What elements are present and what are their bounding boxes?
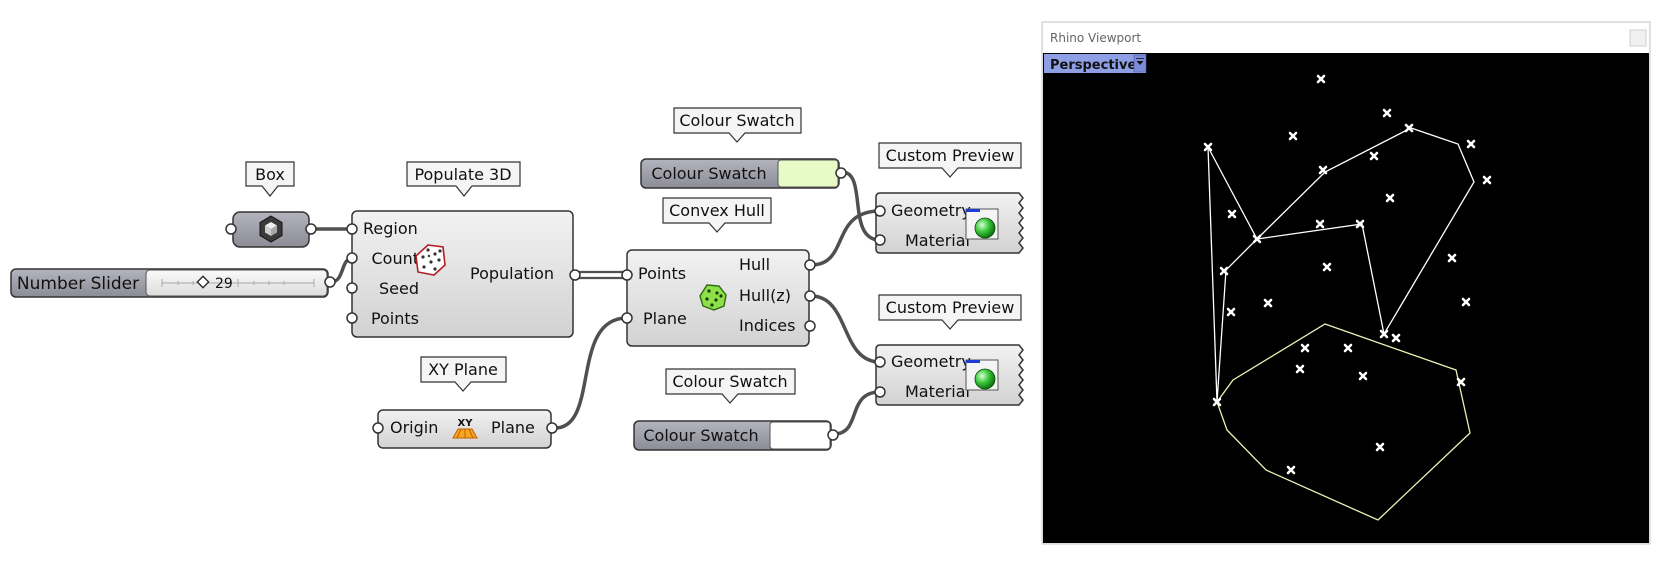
wire-xyplane-plane [554, 316, 628, 430]
xyplane-tag: XY Plane [420, 356, 507, 392]
slider-output-grip[interactable] [324, 276, 336, 288]
swatch-top-color[interactable] [777, 159, 839, 188]
hull-output-hull: Hull [739, 255, 770, 274]
populate-grip-region[interactable] [346, 223, 358, 235]
swatch-bottom-color[interactable] [769, 421, 831, 450]
preview-bottom-grip-material[interactable] [874, 386, 886, 398]
custom-preview-icon [965, 359, 999, 391]
convex-hull-tag: Convex Hull [662, 197, 772, 233]
custom-preview-top[interactable]: Geometry Material [874, 192, 1024, 254]
view-name: Perspective [1050, 58, 1136, 73]
viewport-title: Rhino Viewport [1050, 31, 1141, 45]
xyplane-output-plane: Plane [491, 418, 535, 437]
swatch-top-output-grip[interactable] [835, 167, 847, 179]
convex-hull-icon [699, 284, 727, 311]
hull-polyline [1207, 127, 1475, 403]
populate-tag: Populate 3D [406, 161, 521, 197]
slider-handle[interactable] [196, 275, 210, 289]
hull-grip-plane[interactable] [621, 312, 633, 324]
populate-input-region: Region [363, 219, 418, 238]
xy-plane-component[interactable]: Origin Plane XY [372, 409, 558, 449]
hull-grip-hull[interactable] [804, 259, 816, 271]
wire-hullz-geometry [810, 294, 881, 364]
number-slider[interactable]: Number Slider 29 [10, 268, 336, 298]
xyplane-input-origin: Origin [390, 418, 438, 437]
swatch-bottom-output-grip[interactable] [827, 429, 839, 441]
preview-bottom-input-material: Material [905, 382, 970, 401]
slider-ticks [161, 279, 315, 287]
convex-hull-tag-text: Convex Hull [669, 201, 765, 220]
hull-z-polygon [1216, 323, 1471, 521]
preview-top-grip-geometry[interactable] [874, 205, 886, 217]
box-input-grip[interactable] [225, 223, 237, 235]
xyplane-grip-origin[interactable] [372, 422, 384, 434]
preview-bottom-tag-text: Custom Preview [886, 298, 1015, 317]
wire-swatch2-material [833, 390, 881, 436]
preview-bottom-grip-geometry[interactable] [874, 356, 886, 368]
swatch-top-label: Colour Swatch [651, 164, 766, 183]
preview-top-input-geometry: Geometry [891, 201, 971, 220]
xy-plane-icon: XY [452, 418, 478, 439]
xyplane-grip-plane[interactable] [546, 422, 558, 434]
hull-grip-points[interactable] [621, 269, 633, 281]
populate-3d-component[interactable]: Region Count Seed Points Population [346, 210, 581, 338]
populate-input-points: Points [371, 309, 419, 328]
populate-grip-seed[interactable] [346, 282, 358, 294]
number-slider-label: Number Slider [17, 274, 139, 294]
hull-input-plane: Plane [643, 309, 687, 328]
colour-swatch-top[interactable]: Colour Swatch [640, 158, 847, 189]
hull-grip-indices[interactable] [804, 320, 816, 332]
rhino-viewport-window[interactable]: Rhino Viewport Perspective [1041, 21, 1651, 545]
swatch-top-tag: Colour Swatch [673, 107, 802, 143]
populate-grip-population[interactable] [569, 269, 581, 281]
convex-hull-component[interactable]: Points Plane Hull Hull(z) Indices [621, 249, 816, 347]
wire-swatch-material [841, 170, 881, 242]
box-output-grip[interactable] [305, 223, 317, 235]
box-component-icon [259, 215, 283, 243]
box-tag-text: Box [255, 165, 285, 184]
preview-top-tag-text: Custom Preview [886, 146, 1015, 165]
hull-output-indices: Indices [739, 316, 795, 335]
number-slider-value: 29 [215, 276, 233, 292]
colour-swatch-bottom[interactable]: Colour Swatch [633, 420, 839, 451]
swatch-bottom-tag: Colour Swatch [665, 368, 796, 404]
hull-input-points: Points [638, 264, 686, 283]
populate-3d-icon [415, 244, 446, 276]
viewport-geometry [1207, 127, 1475, 521]
custom-preview-icon [965, 208, 999, 240]
box-tag: Box [245, 161, 295, 197]
viewport-points [1203, 74, 1492, 475]
hull-output-hullz: Hull(z) [739, 286, 791, 305]
populate-input-count: Count [371, 249, 419, 268]
custom-preview-bottom[interactable]: Geometry Material [874, 344, 1024, 406]
svg-text:XY: XY [458, 418, 474, 429]
box-component[interactable] [225, 211, 317, 248]
view-tab-perspective[interactable]: Perspective [1044, 54, 1147, 73]
viewport-canvas[interactable] [1043, 53, 1649, 543]
preview-top-grip-material[interactable] [874, 234, 886, 246]
preview-top-tag: Custom Preview [878, 142, 1022, 178]
swatch-bottom-tag-text: Colour Swatch [672, 372, 787, 391]
chevron-down-icon [1136, 61, 1144, 65]
populate-grip-points[interactable] [346, 312, 358, 324]
preview-bottom-tag: Custom Preview [878, 294, 1022, 330]
wire-hull-geometry [810, 209, 881, 267]
swatch-bottom-label: Colour Swatch [643, 426, 758, 445]
preview-bottom-input-geometry: Geometry [891, 352, 971, 371]
viewport-close-button[interactable] [1629, 29, 1647, 47]
xyplane-tag-text: XY Plane [428, 360, 498, 379]
swatch-top-tag-text: Colour Swatch [679, 111, 794, 130]
populate-output-population: Population [470, 264, 554, 283]
populate-input-seed: Seed [379, 279, 419, 298]
preview-top-input-material: Material [905, 231, 970, 250]
populate-grip-count[interactable] [346, 252, 358, 264]
hull-grip-hullz[interactable] [804, 290, 816, 302]
populate-tag-text: Populate 3D [414, 165, 511, 184]
